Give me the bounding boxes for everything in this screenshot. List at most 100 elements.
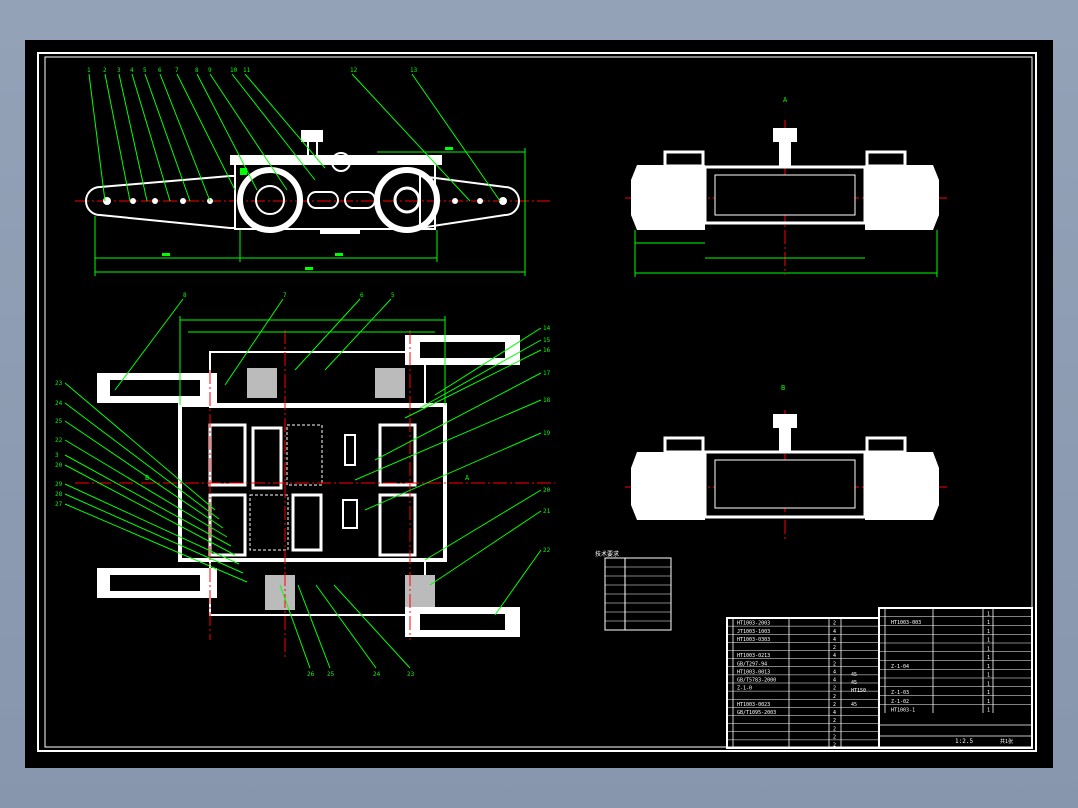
plan-left-leader-3 xyxy=(64,454,232,547)
top-pin xyxy=(331,152,351,172)
plan-left-leader-20 xyxy=(64,464,236,556)
plan-right-leader-16 xyxy=(404,349,542,419)
plan-top-part-number-6: 6 xyxy=(360,292,364,299)
title-right-code: HT1003-1 xyxy=(891,708,915,714)
title-left-code: HT1003-2003 xyxy=(737,621,770,627)
title-right-code: Z-1-02 xyxy=(891,699,909,705)
plan-section-mark-left: B xyxy=(145,474,149,482)
section-b-right-hub xyxy=(865,452,939,520)
top-leader-3 xyxy=(118,73,148,202)
plan-left-leader-25 xyxy=(64,420,224,529)
plan-left-part-number-3: 3 xyxy=(55,452,59,459)
plan-slots xyxy=(342,434,358,529)
top-leader-6 xyxy=(159,73,211,202)
top-leader-4 xyxy=(131,73,171,202)
plan-top-part-number-7: 7 xyxy=(283,292,287,299)
section-b-label: B xyxy=(781,384,785,392)
plan-left-part-number-27: 27 xyxy=(55,501,63,508)
top-part-number-6: 6 xyxy=(158,67,162,74)
housing-flange xyxy=(230,155,442,165)
title-left-qty: 2 xyxy=(833,645,836,651)
title-material-note: 45 xyxy=(851,702,857,708)
title-right-qty: 1 xyxy=(987,646,990,652)
title-left-qty: 2 xyxy=(833,694,836,700)
title-left-qty: 2 xyxy=(833,686,836,692)
right-wheel-hub xyxy=(393,186,421,214)
section-b-top-handle xyxy=(773,414,797,428)
arm-holes xyxy=(103,197,507,205)
top-part-number-8: 8 xyxy=(195,67,199,74)
title-right-code: Z-1-03 xyxy=(891,690,909,696)
plan-dimensions xyxy=(179,316,446,405)
section-b-right-cap xyxy=(865,436,907,454)
top-part-number-2: 2 xyxy=(103,67,107,74)
plan-section-mark-right: A xyxy=(465,474,470,482)
plan-left-part-number-22: 22 xyxy=(55,437,63,444)
plan-left-leader-28 xyxy=(64,493,244,574)
section-a-left-cap xyxy=(663,150,705,168)
top-leader-10 xyxy=(231,73,316,181)
section-a-dimensions xyxy=(634,230,938,277)
section-b-neck xyxy=(779,428,791,452)
plan-left-leader-24 xyxy=(64,402,220,520)
left-wheel xyxy=(237,167,303,233)
section-a-left-hub xyxy=(631,165,705,230)
plan-right-leader-20 xyxy=(424,489,542,561)
section-view-a: A xyxy=(625,96,950,277)
top-leader-1 xyxy=(88,73,106,202)
top-leader-2 xyxy=(104,73,131,202)
top-leader-11 xyxy=(244,73,326,169)
plan-hatched-blocks xyxy=(247,368,435,610)
top-leader-9 xyxy=(209,73,288,191)
section-a-right-cap xyxy=(865,150,907,168)
plan-view-leaders xyxy=(64,298,542,669)
title-right-qty: 1 xyxy=(987,708,990,714)
title-right-qty: 1 xyxy=(987,681,990,687)
title-left-qty: 4 xyxy=(833,629,836,635)
title-left-qty: 4 xyxy=(833,653,836,659)
top-part-number-13: 13 xyxy=(410,67,418,74)
top-leader-12 xyxy=(351,73,471,202)
title-right-qty: 1 xyxy=(987,611,990,617)
right-wheel xyxy=(374,167,440,233)
title-left-qty: 4 xyxy=(833,710,836,716)
title-left-qty: 2 xyxy=(833,621,836,627)
plan-right-part-number-21: 21 xyxy=(543,508,551,515)
title-right-qty: 1 xyxy=(987,699,990,705)
title-left-qty: 2 xyxy=(833,718,836,724)
title-sheet: 共1张 xyxy=(1000,738,1013,745)
plan-bottom-leader-26 xyxy=(279,584,311,669)
top-view-leaders xyxy=(88,73,501,202)
title-left-qty: 2 xyxy=(833,702,836,708)
plan-bearings xyxy=(208,423,417,557)
plan-top-leader-6 xyxy=(294,298,361,371)
title-right-code: HT1003-003 xyxy=(891,620,921,626)
title-right-qty: 1 xyxy=(987,690,990,696)
section-b-left-cap xyxy=(663,436,705,454)
title-left-code: GB/T297-94 xyxy=(737,661,767,667)
plan-roller-cores xyxy=(110,342,505,630)
top-part-number-3: 3 xyxy=(117,67,121,74)
top-part-number-4: 4 xyxy=(130,67,134,74)
top-part-number-5: 5 xyxy=(143,67,147,74)
title-left-qty: 4 xyxy=(833,678,836,684)
marker-square xyxy=(240,168,247,175)
plan-right-part-number-19: 19 xyxy=(543,430,551,437)
plan-right-part-number-20: 20 xyxy=(543,487,551,494)
right-arm xyxy=(419,174,520,230)
top-part-number-9: 9 xyxy=(208,67,212,74)
plan-right-part-number-17: 17 xyxy=(543,370,551,377)
plan-view: B A 141516171819202122232425223202928272… xyxy=(55,292,555,678)
top-leader-7 xyxy=(176,73,236,191)
plan-right-leader-14 xyxy=(434,327,542,396)
plan-centerlines xyxy=(75,330,555,660)
plan-top-leader-8 xyxy=(114,298,184,391)
section-a-right-hub xyxy=(865,165,939,230)
plan-left-leader-29 xyxy=(64,483,240,565)
plan-bottom-part-number-25: 25 xyxy=(327,671,335,678)
title-left-code: HT1003-0013 xyxy=(737,669,770,675)
top-part-number-7: 7 xyxy=(175,67,179,74)
